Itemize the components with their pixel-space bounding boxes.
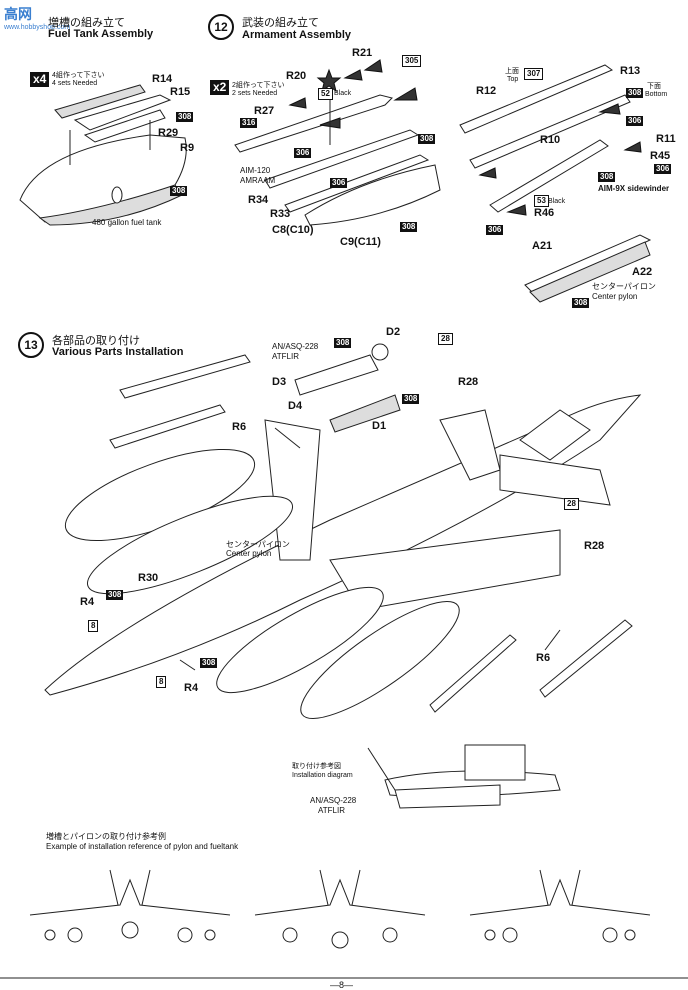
paint-tag: 8	[156, 676, 167, 688]
step11-title-en: Fuel Tank Assembly	[48, 28, 154, 40]
part-label: A22	[632, 266, 653, 278]
part-label: R27	[254, 105, 275, 117]
part-label: D2	[386, 326, 401, 338]
part-label: R11	[656, 133, 676, 145]
decal-note: Black	[334, 90, 352, 97]
step12-count-en: 2 sets Needed	[232, 90, 278, 97]
part-label: R10	[540, 134, 561, 146]
paint-tag: 308	[334, 338, 352, 348]
top-jp: 上面	[505, 68, 519, 75]
step12-title-jp: 武装の組み立て	[242, 16, 319, 29]
bottom-jp: 下面	[647, 83, 661, 90]
paint-tag: 306	[654, 164, 672, 174]
part-label: R15	[170, 86, 191, 98]
paint-tag: 308	[106, 590, 124, 600]
diagram-en: Installation diagram	[292, 772, 353, 779]
decal-tag: 52	[318, 88, 333, 100]
watermark-text: 网	[18, 6, 32, 22]
pod-model: AN/ASQ-228	[272, 342, 319, 351]
part-label: R45	[650, 150, 671, 162]
part-label: R33	[270, 208, 291, 220]
part-label: R29	[158, 127, 179, 139]
pod-name: ATFLIR	[272, 352, 299, 361]
part-label: D1	[372, 420, 387, 432]
step12-count: x2	[210, 80, 230, 95]
watermark: 高网 www.hobbyshop.com	[4, 4, 70, 32]
paint-tag: 28	[564, 498, 579, 510]
paint-tag: 308	[400, 222, 418, 232]
part-label: R4	[80, 596, 95, 608]
part-label: D4	[288, 400, 303, 412]
step11-title-jp: 増槽の組み立て	[48, 16, 125, 29]
reference-jp: 増槽とパイロンの取り付け参考例	[46, 832, 166, 841]
reference-en: Example of installation reference of pyl…	[46, 842, 239, 851]
decal-note: Black	[548, 198, 566, 205]
part-label: R14	[152, 73, 173, 85]
paint-tag: 306	[626, 116, 644, 126]
step11-count-en: 4 sets Needed	[52, 80, 98, 87]
step13-title-en: Various Parts Installation	[52, 346, 184, 358]
part-label: R6	[536, 652, 551, 664]
step13-title-jp: 各部品の取り付け	[52, 334, 140, 347]
paint-tag: 316	[240, 118, 258, 128]
watermark-logo: 高	[4, 6, 18, 22]
page-number: —8—	[330, 980, 354, 990]
step13-number: 13	[18, 332, 44, 358]
part-label: R28	[584, 540, 605, 552]
paint-tag: 28	[438, 333, 453, 345]
step12-title-en: Armament Assembly	[242, 29, 352, 41]
diagram-jp: 取り付け参考図	[292, 763, 341, 770]
paint-tag: 306	[294, 148, 312, 158]
part-label: R30	[138, 572, 159, 584]
paint-tag: 308	[418, 134, 436, 144]
pylon-jp: センターパイロン	[226, 540, 290, 549]
paint-tag: 307	[524, 68, 544, 80]
watermark-url: www.hobbyshop.com	[4, 24, 71, 31]
pylon-en: Center pylon	[592, 292, 638, 301]
step12-count-jp: 2組作って下さい	[232, 82, 285, 89]
top-en: Top	[507, 76, 519, 83]
step11-count-jp: 4組作って下さい	[52, 72, 105, 79]
paint-tag: 308	[170, 186, 188, 196]
paint-tag: 308	[598, 172, 616, 182]
diagram-pod2: ATFLIR	[318, 806, 345, 815]
pylon-en: Center pylon	[226, 549, 272, 558]
bottom-en: Bottom	[645, 91, 668, 98]
paint-tag: 308	[402, 394, 420, 404]
decal-tag: 53	[534, 195, 549, 207]
part-label: C9(C11)	[340, 236, 381, 248]
part-label: R4	[184, 682, 199, 694]
paint-tag: 308	[626, 88, 644, 98]
pylon-jp: センターパイロン	[592, 282, 656, 291]
paint-tag: 306	[330, 178, 348, 188]
part-label: R12	[476, 85, 497, 97]
paint-tag: 8	[88, 620, 99, 632]
fuel-tank-note: 480 gallon fuel tank	[92, 218, 162, 227]
part-label: R20	[286, 70, 307, 82]
part-label: R9	[180, 142, 195, 154]
part-label: R28	[458, 376, 479, 388]
missile-name: AIM-9X sidewinder	[598, 184, 670, 193]
step12-number: 12	[208, 14, 234, 40]
diagram-pod: AN/ASQ-228	[310, 796, 357, 805]
missile-model: AIM-120	[240, 166, 271, 175]
step11-count: x4	[30, 72, 50, 87]
part-label: A21	[532, 240, 553, 252]
paint-tag: 305	[402, 55, 422, 67]
part-label: C8(C10)	[272, 224, 314, 236]
paint-tag: 308	[200, 658, 218, 668]
paint-tag: 306	[486, 225, 504, 235]
paint-tag: 308	[572, 298, 590, 308]
missile-name: AMRAAM	[240, 176, 276, 185]
part-label: R6	[232, 421, 247, 433]
part-label: D3	[272, 376, 287, 388]
part-label: R34	[248, 194, 269, 206]
part-label: R13	[620, 65, 641, 77]
part-label: R46	[534, 207, 555, 219]
paint-tag: 308	[176, 112, 194, 122]
part-label: R21	[352, 47, 373, 59]
